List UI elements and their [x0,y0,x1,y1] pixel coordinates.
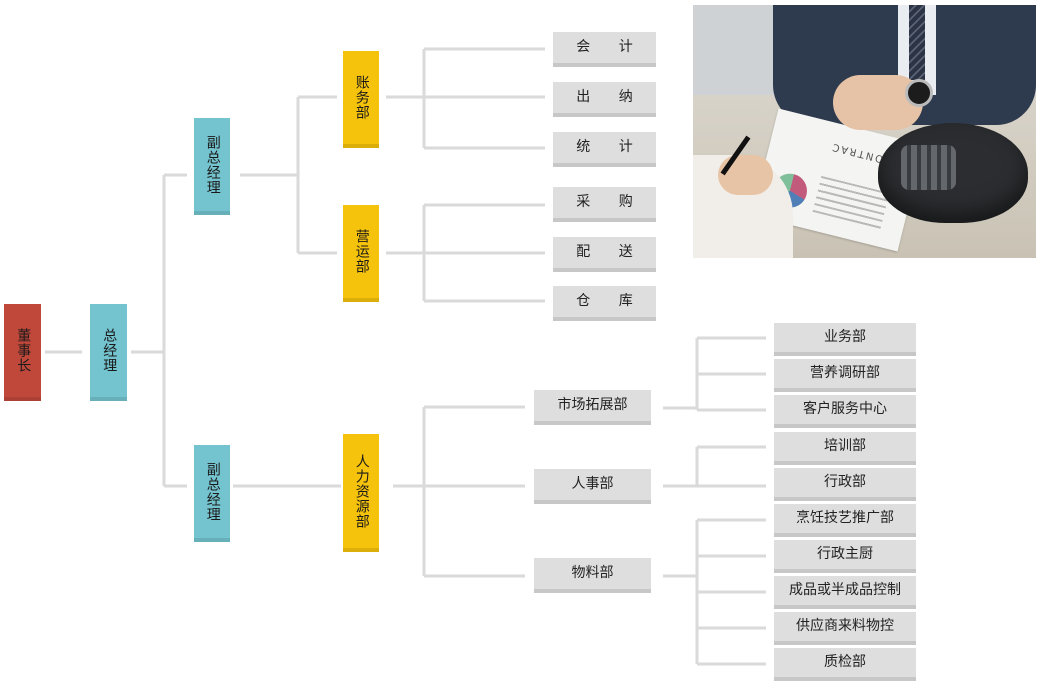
photo-writing-hand [718,155,773,195]
unit-warehouse: 仓 库 [553,286,656,321]
unit-supplier-control: 供应商来料物控 [774,612,916,645]
unit-statistics: 统 计 [553,132,656,167]
unit-accounting: 会 计 [553,32,656,67]
unit-delivery: 配 送 [553,237,656,272]
photo-watch-icon [905,79,933,107]
unit-cashier: 出 纳 [553,82,656,117]
photo-tie [909,5,925,80]
unit-purchasing: 采 购 [553,187,656,222]
operations-dept-box: 营运部 [343,205,379,302]
branch-personnel: 人事部 [534,469,651,504]
unit-business: 业务部 [774,323,916,356]
branch-market-expansion: 市场拓展部 [534,390,651,425]
general-manager-box: 总经理 [90,304,127,401]
unit-customer-service: 客户服务中心 [774,395,916,428]
unit-executive-chef: 行政主厨 [774,540,916,573]
unit-administration: 行政部 [774,468,916,501]
unit-product-control: 成品或半成品控制 [774,576,916,609]
photo-phone-keypad [901,145,956,190]
unit-culinary-promotion: 烹饪技艺推广部 [774,504,916,537]
unit-training: 培训部 [774,432,916,465]
vice-gm-2-box: 副总经理 [194,445,230,542]
hr-dept-box: 人力资源部 [343,434,379,552]
vice-gm-1-box: 副总经理 [194,118,230,215]
chairman-box: 董事长 [4,304,41,401]
finance-dept-box: 账务部 [343,51,379,148]
business-meeting-photo: CONTRAC [693,5,1036,258]
unit-nutrition-research: 营养调研部 [774,359,916,392]
unit-quality-inspection: 质检部 [774,648,916,681]
branch-materials: 物料部 [534,558,651,593]
